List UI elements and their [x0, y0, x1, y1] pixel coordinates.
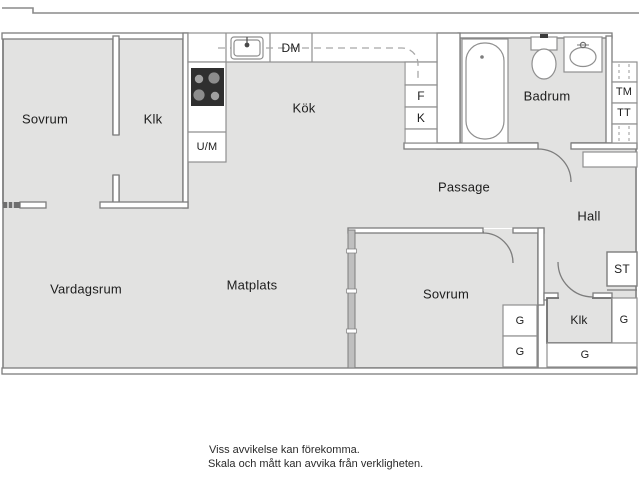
label-washer-unit: U/M [196, 141, 218, 153]
glass-partition [346, 229, 357, 369]
label-wardrobe-4: G [580, 349, 590, 361]
disclaimer-line-2: Skala och mått kan avvika från verklighe… [208, 458, 424, 470]
label-washing-machine: TM [615, 86, 633, 98]
label-wardrobe-1: G [515, 315, 525, 327]
room-label-bedroom-bottom: Sovrum [423, 286, 469, 302]
room-label-closet-top: Klk [143, 111, 163, 127]
bathtub-icon [461, 38, 509, 144]
label-tumble-dryer: TT [617, 107, 631, 119]
toilet-icon [530, 34, 558, 80]
label-dishwasher: DM [281, 41, 301, 55]
laundry-hatch [618, 64, 630, 141]
wardrobe-cells [502, 297, 638, 368]
label-wardrobe-2: G [515, 346, 525, 358]
laundry-column [611, 61, 638, 144]
room-label-closet-hall: Klk [570, 313, 588, 327]
door-arcs [482, 148, 594, 298]
label-cleaning-closet: ST [614, 262, 630, 276]
room-label-bedroom-top: Sovrum [22, 111, 68, 127]
room-label-kitchen: Kök [292, 100, 316, 116]
hall-niche [582, 151, 638, 168]
room-label-bathroom: Badrum [523, 88, 571, 104]
doorway-openings [46, 135, 571, 234]
room-label-passage: Passage [438, 179, 490, 195]
washbasin-icon [563, 36, 603, 73]
hall-closet-door-arc [557, 261, 594, 298]
room-label-hall: Hall [577, 208, 601, 224]
room-label-living-room: Vardagsrum [50, 281, 122, 297]
room-label-dining-area: Matplats [226, 277, 278, 293]
floor-areas [3, 36, 637, 368]
sink-icon [230, 36, 264, 60]
label-freezer: K [416, 111, 426, 125]
label-wardrobe-3: G [619, 314, 629, 326]
counter-dashed-line [218, 47, 419, 82]
closet-door-opening [559, 296, 592, 300]
stove-icon [191, 68, 224, 106]
cleaning-closet-box [606, 251, 638, 291]
label-fridge: F [417, 89, 425, 103]
bedroom2-door-arc [482, 232, 514, 264]
bathroom-door-arc [537, 148, 572, 183]
window-marker [3, 202, 20, 208]
building-outline [2, 7, 639, 14]
disclaimer-line-1: Viss avvikelse kan förekomma. [209, 444, 360, 456]
